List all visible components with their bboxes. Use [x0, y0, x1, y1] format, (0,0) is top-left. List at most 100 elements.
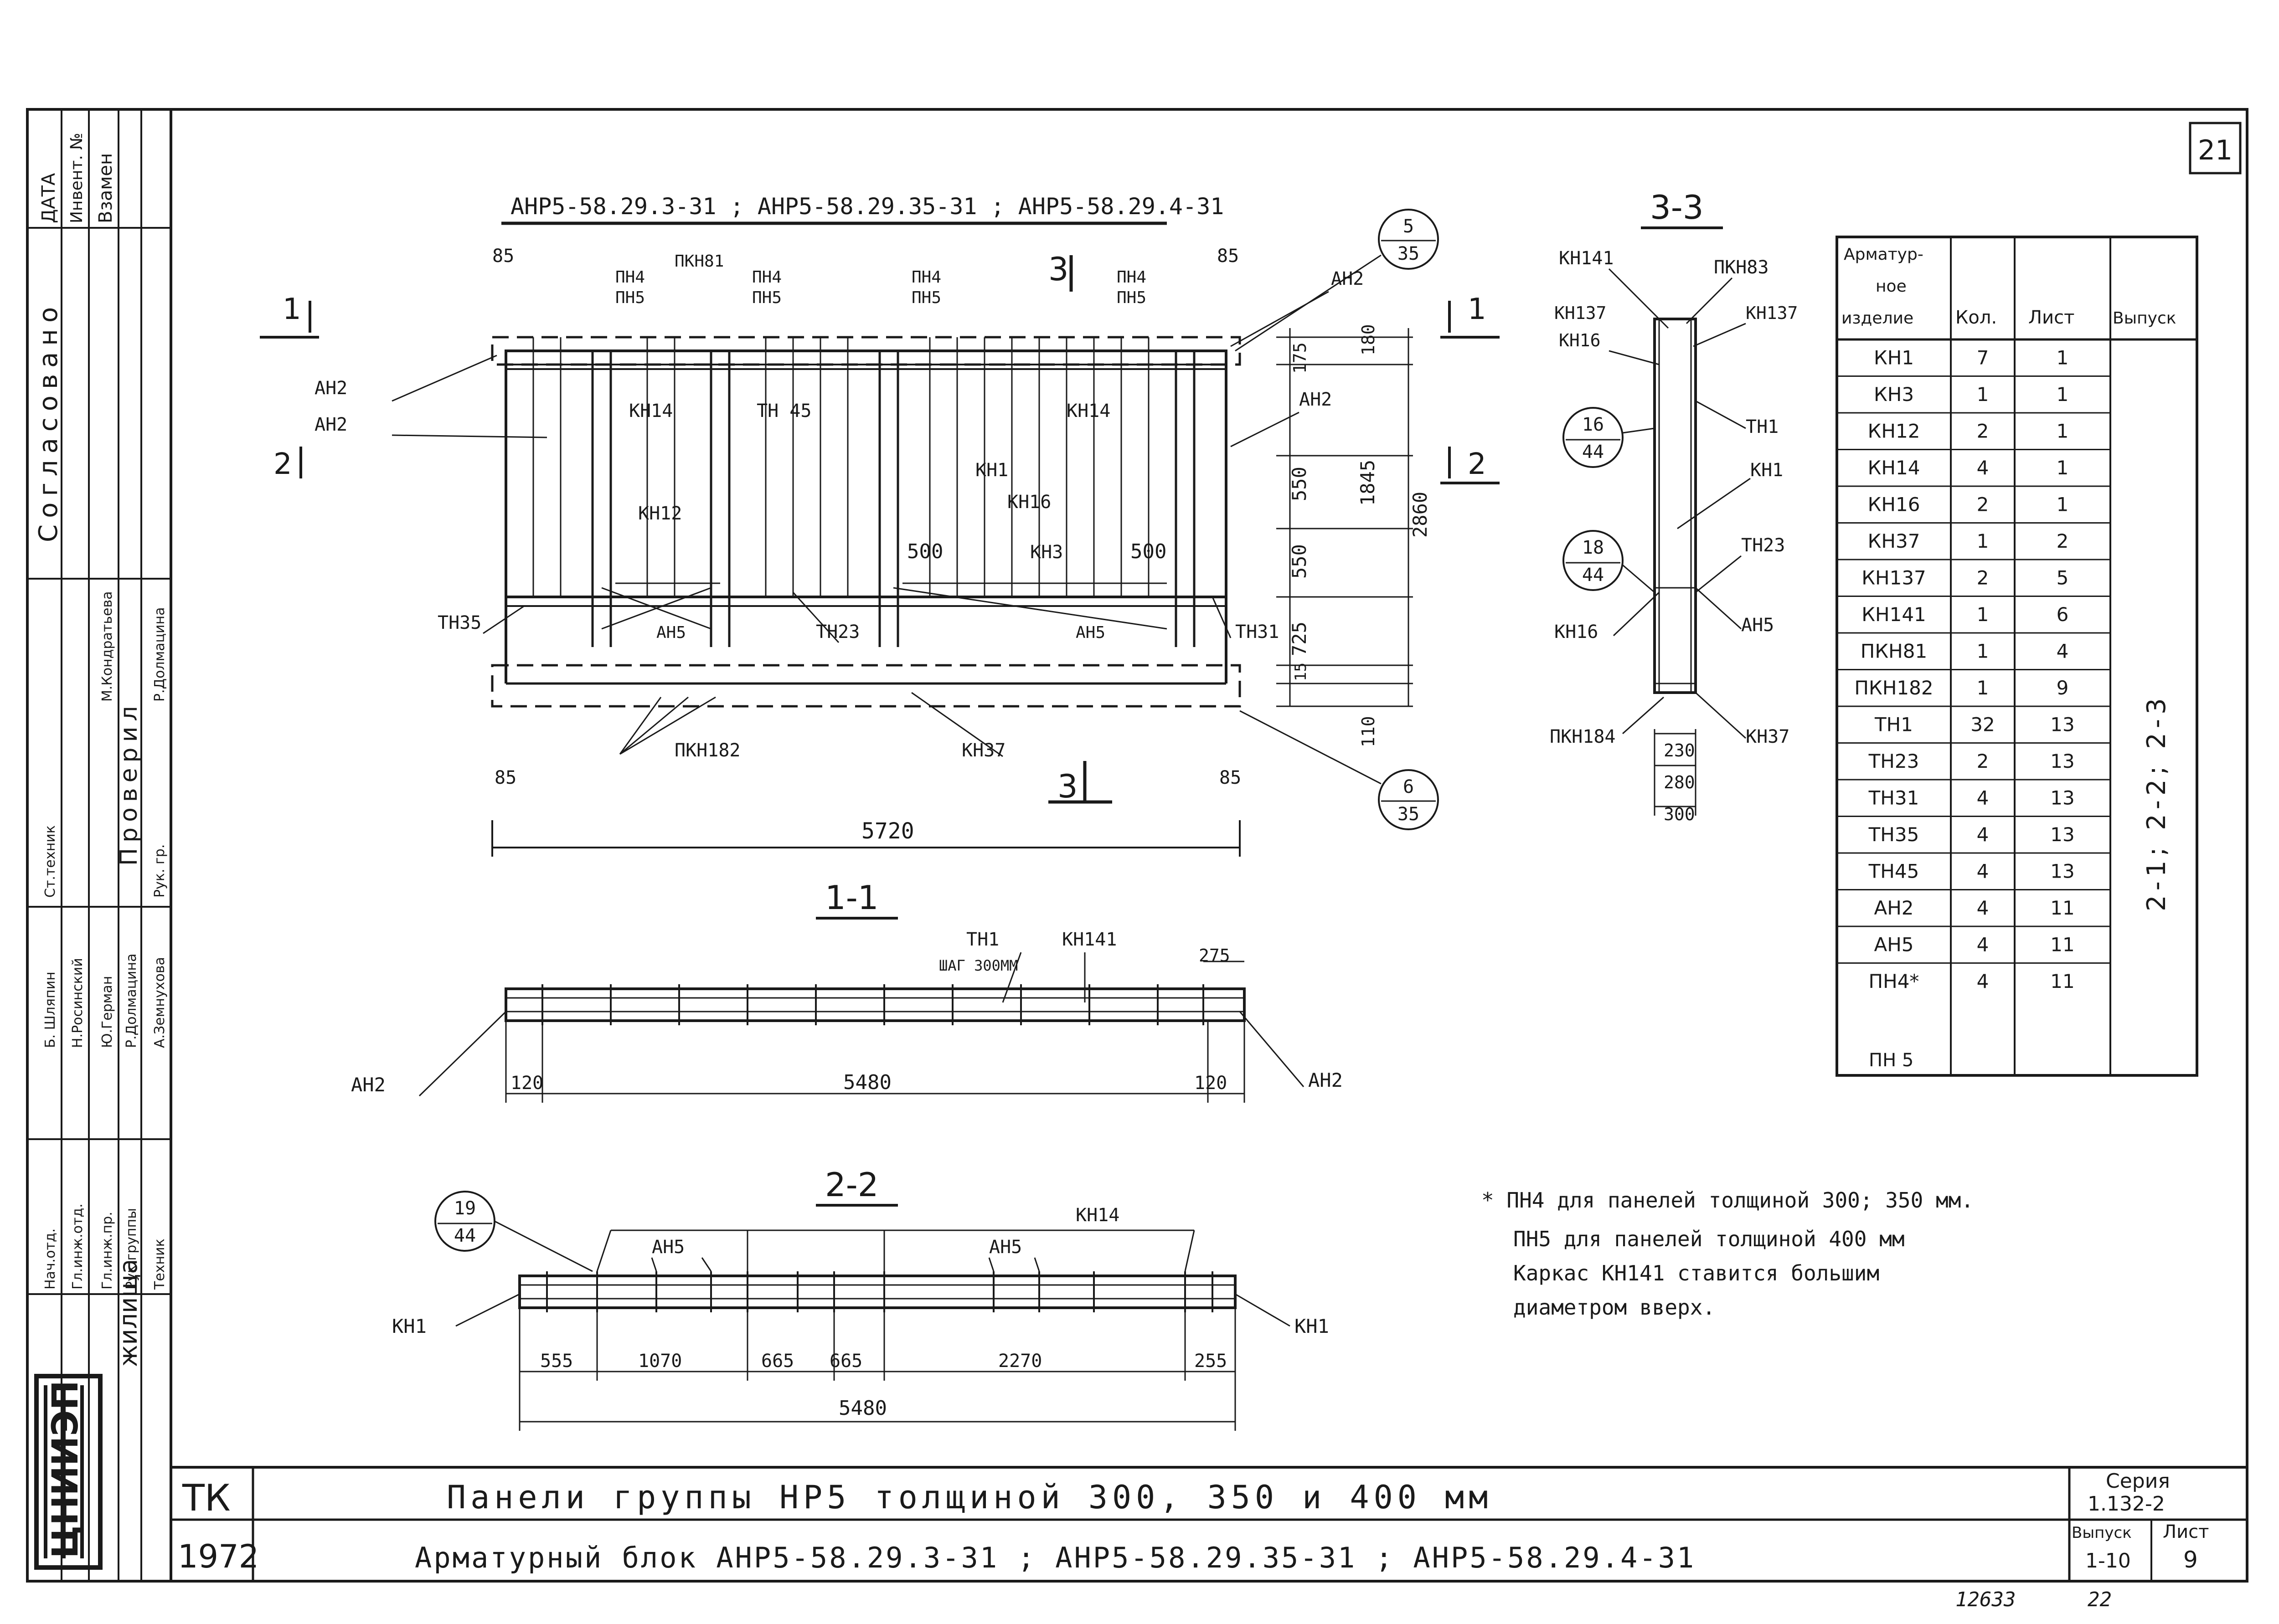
org-department: жилища — [114, 1259, 143, 1367]
name-1: Б. Шляпин — [42, 971, 58, 1048]
label-pn4-c: ПН4 — [912, 268, 941, 287]
dim-725: 725 — [1288, 622, 1310, 656]
table-cell-item: АН5 — [1874, 934, 1913, 956]
table-cell-item: ПКН81 — [1861, 640, 1927, 663]
table-cell-sheet: 2 — [2057, 530, 2069, 552]
s22-dim-5480: 5480 — [839, 1397, 887, 1420]
dim-550-a: 550 — [1288, 467, 1310, 501]
table-cell-item: КН37 — [1868, 530, 1920, 552]
section-11-title: 1-1 — [825, 879, 879, 917]
sheet-frame: 21 — [26, 108, 2248, 1583]
note-line-4: диаметром вверх. — [1513, 1295, 1715, 1320]
svg-text:2: 2 — [1468, 447, 1486, 481]
table-cell-item: ТН45 — [1868, 860, 1919, 883]
svg-text:44: 44 — [1582, 565, 1604, 586]
table-cell-sheet: 13 — [2050, 823, 2074, 846]
table-cell-qty: 1 — [1977, 677, 1989, 699]
s11-kn141: КН141 — [1062, 929, 1117, 950]
table-cell-qty: 2 — [1977, 750, 1989, 772]
table-cell-item: КН1 — [1874, 347, 1914, 369]
label-an5-left: АН5 — [656, 623, 686, 642]
notes: * ПН4 для панелей толщиной 300; 350 мм. … — [1481, 1188, 1974, 1320]
dim-500-right: 500 — [1130, 540, 1166, 563]
s11-an2-left: АН2 — [351, 1074, 386, 1096]
table-cell-item: КН3 — [1874, 383, 1914, 406]
label-pkn182: ПКН182 — [675, 740, 741, 761]
section-1-1: 1-1 ТН1 КН141 ШАГ 300ММ 275 АН2 АН2 120 … — [351, 879, 1343, 1103]
note-line-2: ПН5 для панелей толщиной 400 мм — [1513, 1227, 1905, 1251]
role-6: Ст.техник — [42, 825, 58, 898]
callout-bottom-number: 6 — [1403, 776, 1414, 797]
s33-pkn184: ПКН184 — [1550, 726, 1616, 747]
section-2-2: 2-2 19 44 АН5 АН5 КН14 КН1 КН1 555 1070 … — [392, 1166, 1329, 1431]
table-cell-item: КН12 — [1868, 420, 1920, 442]
table-cell-sheet: 4 — [2057, 640, 2069, 663]
dim-15: 15 — [1292, 663, 1310, 681]
role-2: Гл.инж.отд. — [70, 1203, 86, 1290]
section-22-title: 2-2 — [825, 1166, 879, 1204]
approval-strip: ДАТА Инвент. № Взамен Согласовано Провер… — [27, 109, 171, 1581]
callout-bottom-sheet: 35 — [1397, 804, 1419, 825]
main-elevation: АНР5-58.29.3-31 ; АНР5-58.29.35-31 ; АНР… — [260, 193, 1500, 857]
table-cell-sheet: 13 — [2050, 714, 2074, 736]
title-line-1: Панели группы НР5 толщиной 300, 350 и 40… — [447, 1479, 1492, 1516]
role-5: Техник — [152, 1239, 168, 1290]
table-cell-qty: 1 — [1977, 383, 1989, 406]
sheet-number: 21 — [2198, 134, 2233, 166]
s33-kn37: КН37 — [1746, 726, 1789, 747]
table-cell-item: ТН35 — [1868, 823, 1919, 846]
table-cell-sheet: 13 — [2050, 860, 2074, 883]
note-line-3: Каркас КН141 ставится большим — [1513, 1261, 1879, 1285]
s33-kn141: КН141 — [1559, 248, 1614, 269]
table-cell-item: АН2 — [1874, 897, 1913, 919]
label-pkn81: ПКН81 — [675, 252, 724, 271]
s22-dim-2270: 2270 — [998, 1351, 1042, 1372]
table-cell-item: ПН4* — [1869, 970, 1919, 992]
s22-dim-1070: 1070 — [638, 1351, 682, 1372]
table-cell-qty: 4 — [1977, 970, 1989, 992]
table-cell-item: КН137 — [1861, 567, 1926, 589]
section-3-3: 3-3 КН141 ПКН83 КН137 КН137 КН16 ТН1 КН1… — [1550, 188, 1798, 824]
callout-bottom: 6 35 — [1239, 710, 1439, 830]
svg-text:2: 2 — [273, 447, 292, 481]
s33-kn137-right: КН137 — [1746, 303, 1798, 323]
svg-text:44: 44 — [1582, 442, 1604, 463]
s33-dim-230: 230 — [1664, 740, 1695, 761]
date-label: ДАТА — [38, 173, 59, 223]
label-pn5-c: ПН5 — [912, 288, 941, 307]
section-mark-2-left: 2 — [273, 447, 302, 481]
table-last-row-extra: ПН 5 — [1869, 1050, 1913, 1071]
name-4: Р.Долмацина — [124, 953, 139, 1048]
footer-archive-number: 12633 — [1955, 1588, 2016, 1611]
name-5: А.Земнухова — [152, 957, 168, 1048]
table-cell-qty: 2 — [1977, 493, 1989, 516]
label-an5-right: АН5 — [1076, 623, 1105, 642]
label-pn4-b: ПН4 — [752, 268, 782, 287]
table-cell-item: ТН31 — [1868, 787, 1919, 809]
label-kn14-left: КН14 — [629, 401, 673, 421]
table-cell-item: КН16 — [1868, 493, 1920, 516]
table-cell-qty: 4 — [1977, 860, 1989, 883]
callout-s33-a: 16 44 — [1562, 407, 1655, 468]
section-mark-3-bottom: 3 — [1048, 761, 1112, 805]
table-header-item-line-2: ное — [1876, 277, 1907, 296]
s11-dim-5480: 5480 — [843, 1071, 892, 1094]
s22-an5-a: АН5 — [652, 1237, 685, 1258]
issue-value: 1-10 — [2085, 1549, 2131, 1573]
label-kn1: КН1 — [975, 460, 1008, 481]
label-tn31: ТН31 — [1235, 622, 1279, 642]
series-value: 1.132-2 — [2088, 1492, 2165, 1516]
label-an2-right-top: АН2 — [1331, 268, 1364, 289]
table-cell-item: ТН23 — [1868, 750, 1919, 772]
dim-2860: 2860 — [1409, 492, 1431, 538]
callout-top-number: 5 — [1403, 216, 1414, 237]
table-cell-sheet: 13 — [2050, 750, 2074, 772]
label-tn45: ТН 45 — [757, 401, 811, 421]
s11-step: ШАГ 300ММ — [939, 957, 1018, 974]
table-cell-qty: 7 — [1977, 347, 1989, 369]
role-3: Гл.инж.пр. — [99, 1212, 115, 1290]
svg-text:1: 1 — [283, 293, 301, 326]
name-2: Н.Росинский — [70, 958, 86, 1048]
svg-text:3: 3 — [1057, 768, 1078, 805]
